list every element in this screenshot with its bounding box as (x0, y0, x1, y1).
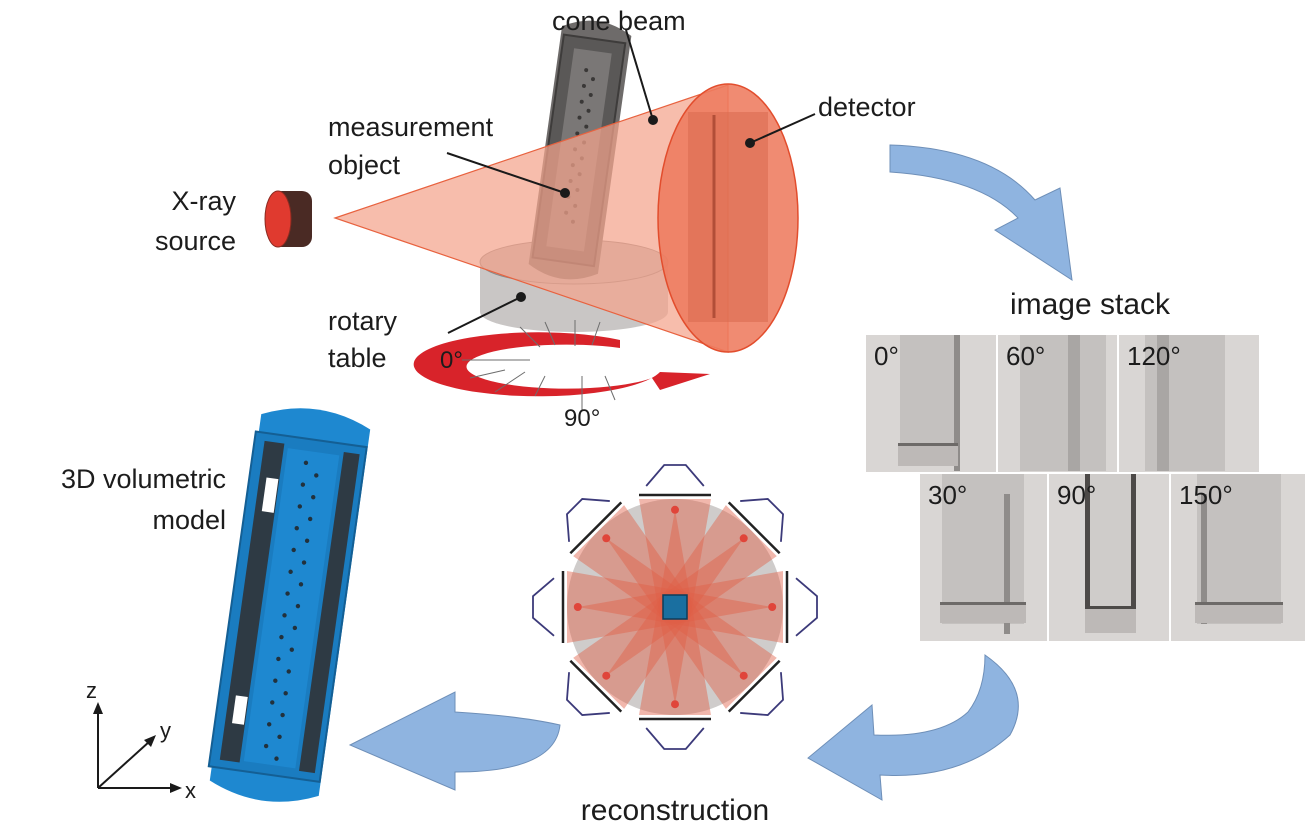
coordinate-axes (93, 702, 182, 793)
intensity-profile (566, 672, 610, 716)
model-hole (291, 547, 296, 553)
label-axis-y: y (160, 718, 171, 743)
volumetric-model-shape (207, 408, 371, 802)
label-model-1: 3D volumetric (60, 464, 226, 494)
label-angle-90: 90° (564, 405, 601, 432)
source-point (739, 534, 748, 543)
projection-angle: 0° (874, 341, 899, 371)
label-axis-z: z (86, 678, 97, 703)
intensity-profile (645, 727, 705, 750)
model-hole (270, 700, 275, 705)
label-detector: detector (818, 92, 916, 122)
detector-profile-axis (569, 659, 623, 713)
label-measurement-object-1: measurement (328, 112, 494, 142)
model-hole (282, 613, 287, 618)
xray-source-icon (264, 190, 312, 248)
model-hole (314, 473, 319, 478)
label-cone-beam: cone beam (552, 6, 686, 36)
reconstruction-schematic (532, 464, 818, 750)
label-rotary-table-1: rotary (328, 306, 398, 336)
intensity-profile (566, 498, 610, 542)
model-hole (303, 460, 309, 466)
model-hole (273, 678, 278, 683)
model-hole (266, 722, 272, 727)
model-hole (285, 591, 290, 596)
leader-lines (446, 29, 816, 334)
projection-image: 30° (918, 472, 1049, 643)
model-hole (294, 525, 299, 531)
projection-image: 60° (996, 333, 1120, 474)
projection-image: 0° (864, 333, 998, 474)
flow-arrow-to-model (348, 691, 561, 791)
model-hole (298, 582, 304, 587)
flow-arrow-to-reconstruction (807, 654, 1019, 801)
model-hole (283, 691, 288, 696)
projection-beam (606, 538, 777, 709)
projection-beam (573, 505, 744, 676)
label-measurement-object-2: object (328, 150, 401, 180)
model-hole (280, 712, 285, 718)
model-hole (276, 656, 281, 662)
intensity-profile (795, 577, 818, 637)
reconstruction-object (662, 594, 688, 620)
model-hole (295, 603, 301, 609)
source-point (768, 603, 777, 611)
model-hole (292, 625, 298, 631)
detector-shape (657, 83, 799, 353)
label-model-2: model (152, 505, 226, 535)
model-hole (286, 669, 291, 674)
projection-angle: 30° (928, 480, 968, 510)
projection-angle: 120° (1127, 341, 1181, 371)
model-hole (289, 647, 294, 652)
detector-profile-axis (569, 501, 623, 555)
model-hole (300, 482, 306, 487)
projection-image: 150° (1169, 472, 1307, 643)
projection-beam (573, 538, 744, 709)
projection-image: 120° (1117, 333, 1261, 474)
rotation-ticks (462, 320, 616, 410)
label-axis-x: x (185, 778, 196, 803)
model-hole (311, 494, 316, 500)
intensity-profile (740, 672, 784, 716)
model-hole (297, 504, 303, 509)
model-hole (263, 743, 269, 749)
model-hole (288, 569, 293, 574)
source-point (602, 534, 611, 543)
label-angle-0: 0° (440, 347, 463, 374)
flow-arrow-to-stack (889, 144, 1073, 282)
source-point (671, 700, 679, 709)
label-image-stack: image stack (1009, 288, 1171, 321)
projection-beam (606, 505, 777, 676)
model-hole (304, 538, 310, 543)
model-hole (274, 756, 279, 761)
label-reconstruction: reconstruction (580, 794, 770, 827)
projection-angle: 90° (1057, 480, 1097, 510)
source-point (602, 671, 611, 680)
intensity-profile (645, 464, 705, 487)
intensity-profile (740, 498, 784, 542)
model-hole (279, 634, 284, 640)
label-rotary-table-2: table (328, 343, 387, 373)
projection-angle: 150° (1179, 480, 1233, 510)
source-point (573, 603, 582, 611)
label-xray-source-1: X-ray (171, 186, 236, 216)
label-xray-source-2: source (154, 226, 236, 256)
source-point (671, 505, 679, 514)
model-hole (301, 560, 307, 565)
intensity-profile (532, 577, 555, 637)
projection-image: 90° (1047, 472, 1171, 643)
model-hole (307, 516, 313, 522)
detector-profile-axis (727, 659, 781, 713)
rotation-arrow-icon (413, 320, 710, 410)
source-point (739, 671, 748, 680)
detector-profile-axis (727, 501, 781, 555)
projection-angle: 60° (1006, 341, 1046, 371)
model-hole (277, 734, 282, 740)
